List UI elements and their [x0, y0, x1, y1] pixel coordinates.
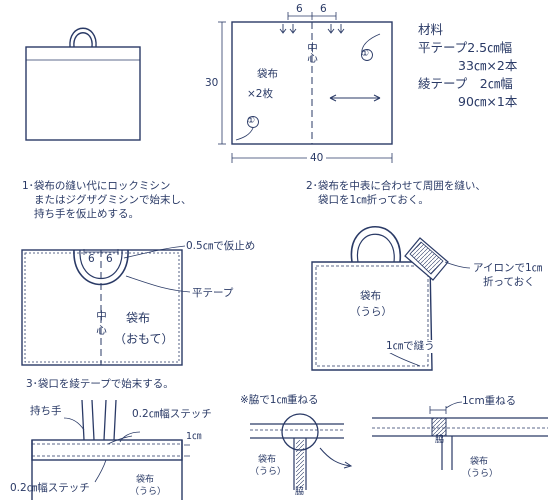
- top-fabric-label: 袋布: [257, 68, 278, 80]
- step3-handle-label: 持ち手: [30, 405, 62, 417]
- step1-line2: またはジグザグミシンで始末し、: [34, 194, 192, 206]
- step3-side-seam-label: 脇: [295, 487, 305, 497]
- pattern-piece: [218, 12, 393, 163]
- step1-center-mark: 中心: [95, 310, 107, 339]
- step3-one-cm-label: 1㎝: [186, 431, 202, 442]
- top-dim-40: 40: [307, 152, 327, 165]
- step2-line1: 2･袋布を中表に合わせて周囲を縫い、: [306, 180, 486, 192]
- step3-fabric-side-3: （うら）: [462, 469, 499, 479]
- step2-iron-label-1: アイロンで1㎝: [473, 262, 543, 274]
- step3-title: 3･袋口を綾テープで始末する。: [26, 378, 174, 390]
- step2-iron-label-2: 折っておく: [483, 276, 535, 288]
- step3-middle-drawing: [250, 413, 353, 490]
- step3-fabric-side-2: （うら）: [250, 467, 287, 477]
- step3-right-drawing: [372, 401, 548, 470]
- step3-left-drawing: [31, 399, 190, 500]
- step3-stitch-bottom-label: 0.2㎝幅ステッチ: [10, 482, 90, 494]
- step3-fabric-label: 袋布: [136, 475, 155, 485]
- materials-line3: 綾テープ 2㎝幅: [418, 76, 513, 91]
- step1-flat-tape-label: 平テープ: [192, 287, 234, 299]
- top-dim-6-left: 6: [296, 3, 303, 15]
- step3-fabric-side: （うら）: [130, 487, 167, 497]
- step3-overlap-note: ※脇で1㎝重ねる: [240, 394, 319, 406]
- top-fabric-count: ×2枚: [247, 88, 273, 100]
- step1-line1: 1･袋布の縫い代にロックミシン: [22, 180, 171, 192]
- top-center-mark: 中心: [306, 42, 318, 63]
- top-dim-6-right: 6: [320, 3, 327, 15]
- materials-title: 材料: [418, 22, 444, 37]
- step3-overlap-label: 1cm重ねる: [462, 395, 517, 407]
- step3-side-seam-label-2: 脇: [435, 435, 445, 445]
- step2-drawing: [311, 226, 471, 371]
- step2-line2: 袋口を1㎝折っておく。: [318, 194, 429, 206]
- step1-tack-label: 0.5㎝で仮止め: [186, 240, 256, 252]
- marker-1b: ①: [247, 116, 256, 126]
- top-dim-30: 30: [205, 77, 219, 89]
- step1-dim-6-left: 6: [88, 253, 95, 265]
- step1-fabric-label: 袋布: [126, 311, 151, 325]
- step3-fabric-label-3: 袋布: [470, 457, 489, 467]
- step1-line3: 持ち手を仮止めする。: [34, 208, 139, 220]
- step2-fabric-side: （うら）: [350, 306, 392, 318]
- step2-sew-label: 1㎝で縫う: [384, 340, 437, 353]
- step2-fabric-label: 袋布: [360, 290, 381, 302]
- step1-dim-6-right: 6: [106, 253, 113, 265]
- materials-line2: 33㎝×2本: [458, 58, 518, 73]
- marker-1a: ①: [361, 49, 370, 59]
- step1-drawing: [21, 245, 191, 366]
- materials-line4: 90㎝×1本: [458, 94, 518, 109]
- step3-stitch-top-label: 0.2㎝幅ステッチ: [132, 408, 212, 420]
- step1-fabric-side: （おもて）: [114, 332, 174, 346]
- finished-bag: [25, 27, 141, 141]
- materials-line1: 平テープ2.5㎝幅: [418, 40, 513, 55]
- step3-fabric-label-2: 袋布: [258, 455, 277, 465]
